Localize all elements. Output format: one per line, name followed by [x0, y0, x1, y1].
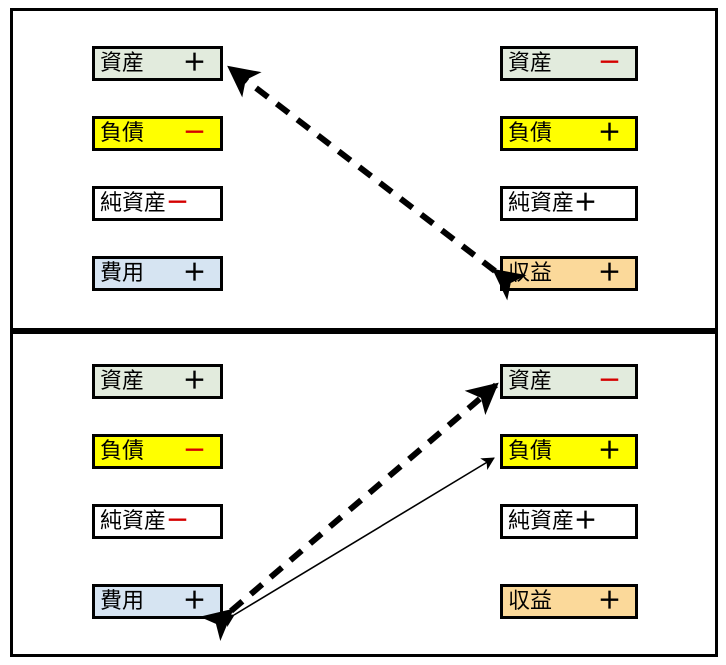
box-sign: － — [598, 368, 621, 394]
box-label: 純資産 — [508, 508, 575, 534]
box-label: 純資産 — [508, 190, 575, 216]
box-label: 負債 — [100, 120, 145, 146]
box-bottom-right-equity[interactable]: 純資産 ＋ — [500, 504, 638, 539]
box-bottom-right-asset[interactable]: 資産 － — [500, 364, 638, 399]
box-label: 費用 — [100, 588, 145, 614]
box-sign: ＋ — [183, 260, 206, 286]
box-sign: ＋ — [183, 588, 206, 614]
box-bottom-left-equity[interactable]: 純資産 － — [92, 504, 223, 539]
box-sign: ＋ — [183, 50, 206, 76]
box-top-right-liability[interactable]: 負債 ＋ — [500, 116, 638, 151]
box-sign: ＋ — [574, 190, 598, 216]
panel-top — [10, 8, 718, 331]
box-label: 純資産 — [100, 508, 167, 534]
box-sign: － — [598, 50, 621, 76]
box-label: 負債 — [508, 120, 553, 146]
panel-bottom — [10, 331, 718, 657]
box-label: 資産 — [100, 368, 145, 394]
box-sign: ＋ — [598, 120, 621, 146]
box-sign: ＋ — [183, 368, 206, 394]
box-bottom-left-asset[interactable]: 資産 ＋ — [92, 364, 223, 399]
box-sign: ＋ — [574, 508, 598, 534]
box-sign: ＋ — [598, 260, 621, 286]
box-sign: － — [166, 508, 190, 534]
box-top-right-equity[interactable]: 純資産 ＋ — [500, 186, 638, 221]
box-label: 資産 — [508, 368, 553, 394]
box-sign: － — [183, 120, 206, 146]
box-sign: － — [183, 438, 206, 464]
box-label: 収益 — [508, 260, 553, 286]
box-top-left-equity[interactable]: 純資産 － — [92, 186, 223, 221]
box-sign: － — [166, 190, 190, 216]
box-bottom-left-liability[interactable]: 負債 － — [92, 434, 223, 469]
box-label: 純資産 — [100, 190, 167, 216]
box-label: 資産 — [508, 50, 553, 76]
box-bottom-right-revenue[interactable]: 収益 ＋ — [500, 584, 638, 619]
box-top-left-liability[interactable]: 負債 － — [92, 116, 223, 151]
box-bottom-right-liability[interactable]: 負債 ＋ — [500, 434, 638, 469]
box-label: 収益 — [508, 588, 553, 614]
box-top-right-revenue[interactable]: 収益 ＋ — [500, 256, 638, 291]
box-bottom-left-expense[interactable]: 費用 ＋ — [92, 584, 223, 619]
box-top-left-expense[interactable]: 費用 ＋ — [92, 256, 223, 291]
box-top-right-asset[interactable]: 資産 － — [500, 46, 638, 81]
box-sign: ＋ — [598, 438, 621, 464]
box-top-left-asset[interactable]: 資産 ＋ — [92, 46, 223, 81]
box-label: 資産 — [100, 50, 145, 76]
box-label: 負債 — [508, 438, 553, 464]
box-sign: ＋ — [598, 588, 621, 614]
box-label: 負債 — [100, 438, 145, 464]
box-label: 費用 — [100, 260, 145, 286]
